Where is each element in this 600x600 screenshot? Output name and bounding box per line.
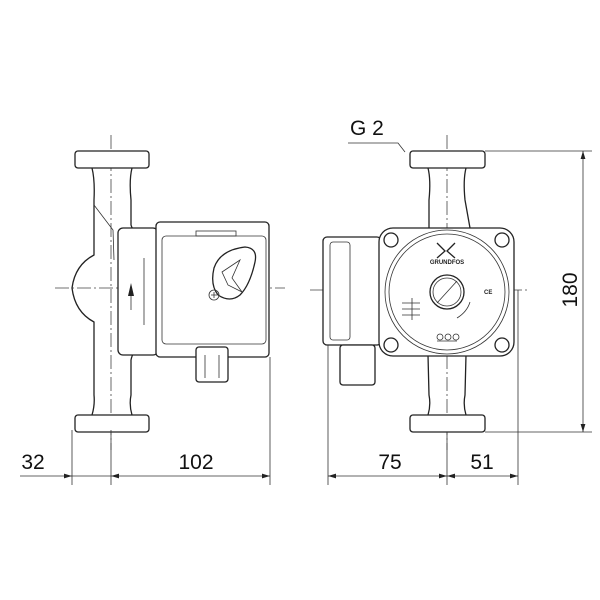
- lower-pipe: [427, 354, 467, 416]
- upper-pipe: [427, 167, 471, 229]
- dimension-label-75: 75: [378, 451, 401, 474]
- ce-mark: CE: [484, 290, 492, 296]
- grundfos-logo-icon: [436, 242, 456, 259]
- approval-mark-icon: [452, 333, 460, 341]
- brand-logo-text: GRUNDFOS: [430, 260, 464, 266]
- front-circle: [384, 229, 510, 355]
- top-flange: [409, 150, 486, 169]
- rotation-arrow-icon: [456, 301, 471, 319]
- flow-arrow-icon: [128, 283, 134, 296]
- screw-icon: [208, 289, 220, 301]
- thread-leader-line: [348, 142, 406, 153]
- motor-side: [322, 236, 382, 346]
- terminal-box: [329, 241, 351, 341]
- screw-cross: [211, 292, 217, 298]
- motor-housing: [155, 221, 270, 358]
- vent-screw-slot: [436, 280, 458, 304]
- bolt-icon: [494, 232, 510, 248]
- bolt-icon: [383, 337, 399, 353]
- bottom-flange: [74, 414, 150, 433]
- bottom-flange: [409, 414, 486, 433]
- dimension-label-180: 180: [559, 272, 582, 307]
- side-view: 32 102: [20, 135, 285, 485]
- front-circle-inner: [388, 233, 506, 351]
- speed-mark-icon: [402, 298, 420, 320]
- approval-mark-icon: [444, 333, 452, 341]
- front-view: GRUNDFOS CE G 2 180 75 51: [310, 117, 592, 485]
- top-flange: [74, 150, 150, 169]
- bolt-icon: [494, 337, 510, 353]
- dimension-label-102: 102: [178, 451, 213, 474]
- pump-body-left: [71, 167, 95, 416]
- dimension-label-32: 32: [21, 451, 44, 474]
- pump-head: [117, 227, 159, 356]
- bolt-icon: [383, 232, 399, 248]
- motor-slot: [195, 230, 237, 237]
- cable-gland: [339, 344, 376, 386]
- body-contour: [93, 204, 115, 261]
- vent-screw-inner: [432, 277, 462, 307]
- cable-gland: [195, 346, 229, 383]
- dimension-label-51: 51: [470, 451, 493, 474]
- approval-mark-icon: [436, 333, 444, 341]
- thread-label: G 2: [350, 117, 384, 140]
- knob-pointer-icon: [221, 258, 243, 293]
